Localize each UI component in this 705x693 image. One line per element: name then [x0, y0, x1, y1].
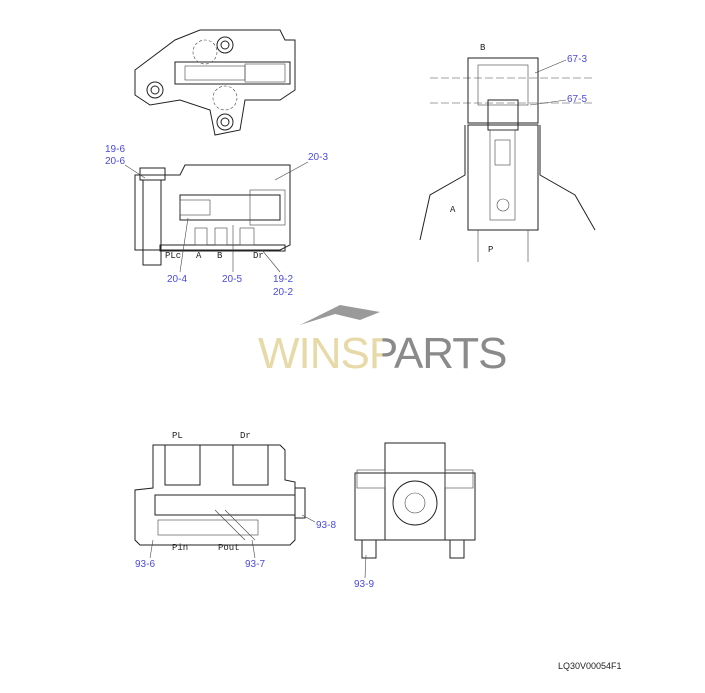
valve-side-view [124, 161, 309, 273]
port-pl: PL [172, 431, 183, 441]
port-plc: PLc [165, 251, 181, 261]
port-a: A [196, 251, 202, 261]
port-dr: Dr [253, 251, 264, 261]
label-93-8: 93-8 [316, 520, 336, 531]
label-20-2: 20-2 [273, 287, 293, 298]
label-20-3: 20-3 [308, 152, 328, 163]
label-20-6: 20-6 [105, 156, 125, 167]
port-b: B [217, 251, 223, 261]
valve-plan-view [134, 29, 296, 136]
label-93-9: 93-9 [354, 579, 374, 590]
label-20-4: 20-4 [167, 274, 187, 285]
label-93-6: 93-6 [135, 559, 155, 570]
label-67-5: 67-5 [567, 94, 587, 105]
drawing-code: LQ30V00054F1 [558, 661, 622, 671]
valve-end-view [354, 442, 476, 579]
port-pin: Pin [172, 543, 188, 553]
port-b-section: B [480, 43, 486, 53]
port-dr-bottom: Dr [240, 431, 251, 441]
port-pout: Pout [218, 543, 240, 553]
section-view [419, 57, 596, 262]
label-20-5: 20-5 [222, 274, 242, 285]
valve-bottom-view [134, 444, 316, 559]
label-93-7: 93-7 [245, 559, 265, 570]
label-19-2: 19-2 [273, 274, 293, 285]
port-a-section: A [450, 205, 456, 215]
label-67-3: 67-3 [567, 54, 587, 65]
watermark-text: WINSPARTS [258, 329, 507, 378]
port-p-section: P [488, 245, 493, 255]
label-19-6: 19-6 [105, 144, 125, 155]
winsparts-watermark: WINSPARTS [258, 305, 508, 378]
